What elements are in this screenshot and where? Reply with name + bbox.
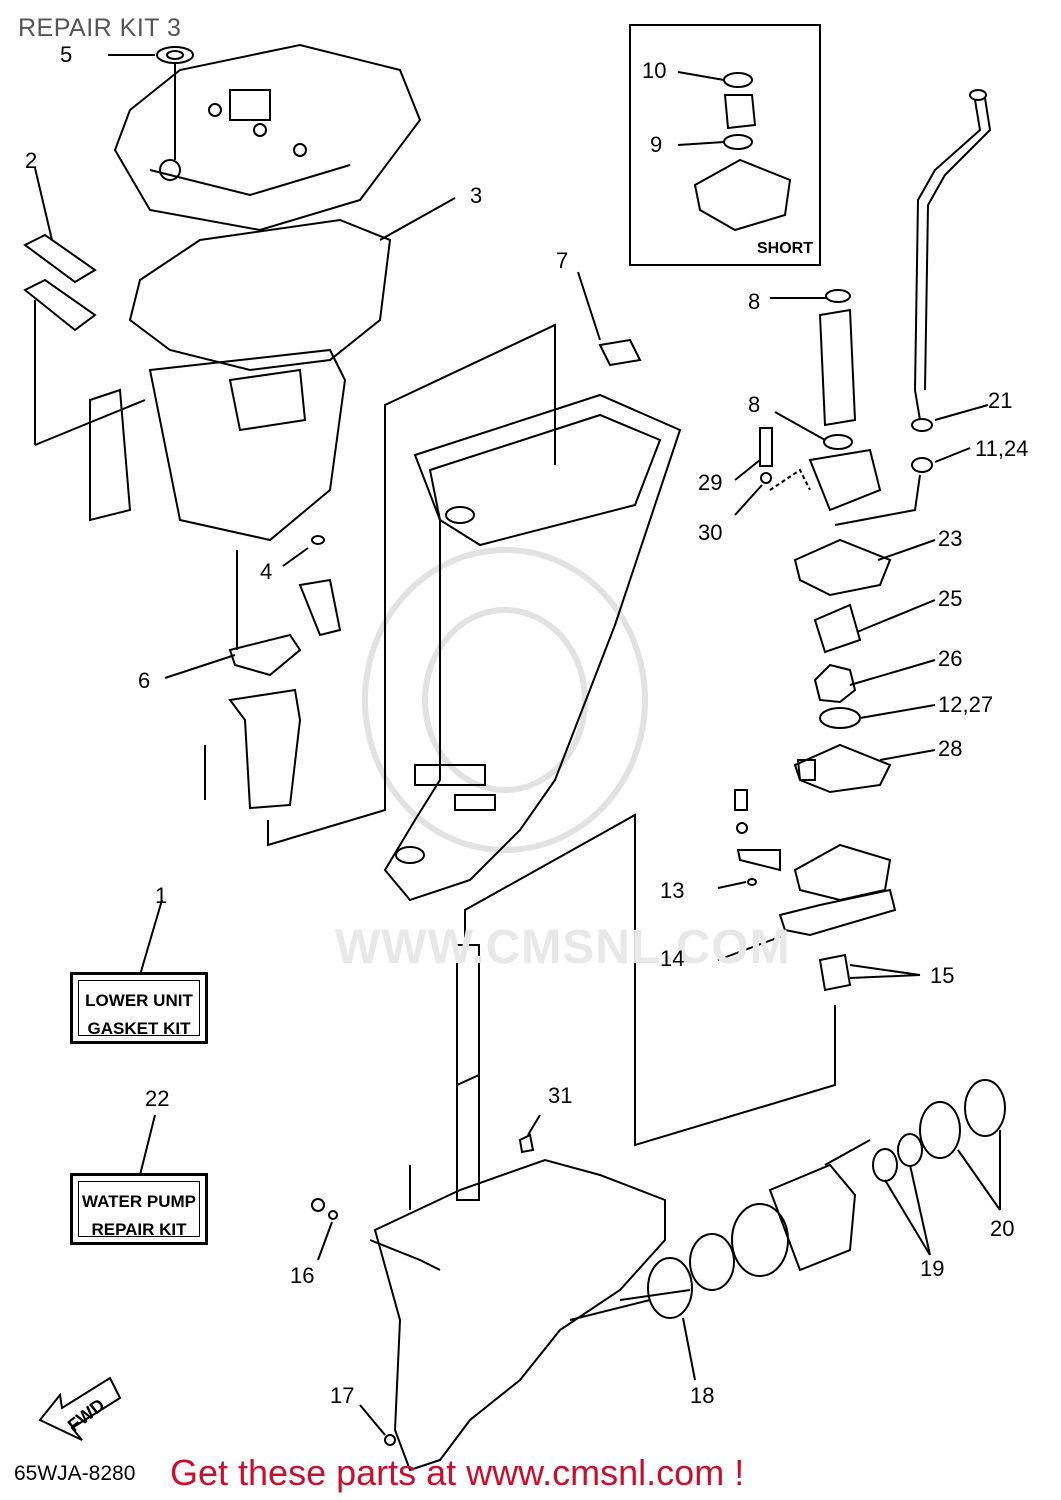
callout-7[interactable]: 7 [556,248,569,273]
oil-pan [148,348,347,542]
callout-3[interactable]: 3 [470,183,483,208]
callout-26[interactable]: 26 [938,646,963,671]
callout-1[interactable]: 1 [155,883,168,908]
gasket-2 [23,233,97,284]
lower-unit-gasket-kit-box[interactable]: LOWER UNIT GASKET KIT [70,972,208,1044]
o-ring-10 [723,72,753,88]
upper-casing-part [113,43,422,232]
water-tube-seal [693,158,792,232]
callout-19[interactable]: 19 [920,1256,945,1281]
seals-15 [818,953,852,992]
washer-19a [872,1148,898,1182]
key-31 [518,1133,535,1154]
o-ring-8a [825,289,851,303]
watermark-logo [362,547,648,853]
washer-30 [760,472,772,484]
gasket-3 [128,218,392,372]
insert-cartridge-25 [813,603,862,654]
callout-29[interactable]: 29 [698,470,723,495]
inset-label: SHORT [757,240,813,257]
callout-21[interactable]: 21 [988,388,1013,413]
shop-link[interactable]: Get these parts at www.cmsnl.com ! [170,1452,745,1493]
callout-8b[interactable]: 8 [748,392,761,417]
water-pipe-guide [818,308,857,427]
water-tube [913,99,982,421]
callout-20[interactable]: 20 [990,1216,1015,1241]
o-ring-18 [647,1257,693,1319]
callout-9[interactable]: 9 [650,132,663,157]
kit-label-frame: LOWER UNIT GASKET KIT [78,980,200,1038]
bearing [689,1233,735,1291]
callout-17[interactable]: 17 [330,1383,355,1408]
callout-6[interactable]: 6 [138,668,151,693]
callout-30[interactable]: 30 [698,520,723,545]
plate-2 [23,278,97,332]
o-ring-20b [964,1079,1006,1137]
kit-label-line1: LOWER UNIT [85,991,193,1010]
bracket [808,448,882,512]
callout-22[interactable]: 22 [145,1086,170,1111]
callout-11-24[interactable]: 11,24 [975,436,1029,461]
drive-shaft [456,944,480,1201]
callout-4[interactable]: 4 [260,559,273,584]
o-ring-20a [919,1101,961,1159]
callout-23[interactable]: 23 [938,526,963,551]
callout-18[interactable]: 18 [690,1383,715,1408]
callout-14[interactable]: 14 [660,946,685,971]
exhaust-pipe [228,688,302,810]
oil-seal-5 [156,46,194,64]
kit-label-line2: REPAIR KIT [91,1220,187,1239]
callout-13[interactable]: 13 [660,878,685,903]
callout-25[interactable]: 25 [938,586,963,611]
prop-shaft-housing [768,1163,857,1272]
o-ring-8b [823,434,853,450]
impeller-26 [813,663,857,704]
driveshaft-housing [383,393,682,902]
callout-12-27[interactable]: 12,27 [938,692,994,717]
callout-8a[interactable]: 8 [748,289,761,314]
diagram-code: 65WJA-8280 [14,1462,136,1485]
callout-15[interactable]: 15 [930,963,955,988]
kit-label-frame: WATER PUMP REPAIR KIT [78,1181,200,1239]
fwd-arrow [38,1376,122,1441]
drain-plug [298,578,342,637]
callout-10[interactable]: 10 [642,58,667,83]
callout-2[interactable]: 2 [25,148,38,173]
callout-28[interactable]: 28 [938,736,963,761]
callout-5[interactable]: 5 [60,42,73,67]
page-title: REPAIR KIT 3 [18,14,182,42]
oil-strainer [89,388,132,522]
pump-housing-23 [793,538,892,597]
clip-7 [598,338,642,367]
outer-plate-28 [793,743,892,794]
gasket-14 [778,888,897,937]
o-ring-9 [723,134,753,150]
pump-base [793,843,892,902]
inset-box [629,24,821,266]
watermark-text: WWW.CMSNL.COM [335,921,791,974]
callout-31[interactable]: 31 [548,1083,573,1108]
gasket-6 [228,633,302,677]
water-pump-repair-kit-box[interactable]: WATER PUMP REPAIR KIT [70,1173,208,1245]
lower-unit-case [369,1158,691,1472]
gasket-12-27 [819,707,861,729]
grommet [723,94,757,130]
washer-19b [897,1133,923,1167]
kit-label-line1: WATER PUMP [82,1192,196,1211]
callout-16[interactable]: 16 [290,1263,315,1288]
kit-label-line2: GASKET KIT [87,1019,191,1038]
bolt-29 [759,427,773,467]
